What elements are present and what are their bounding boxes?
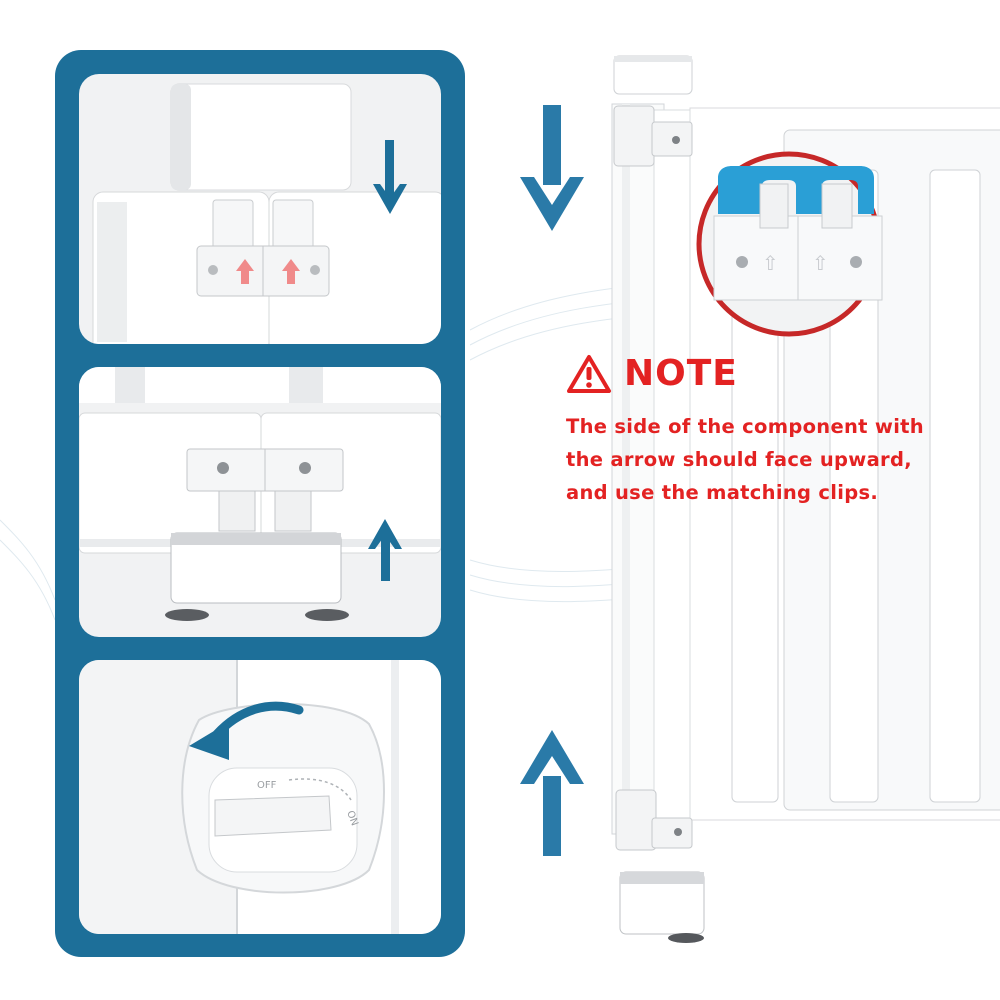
- detail-magnifier: ⇧ ⇧: [696, 151, 883, 337]
- note-title: NOTE: [624, 353, 738, 394]
- step-panel-lock: OFF ON: [79, 660, 441, 934]
- note-line: and use the matching clips.: [566, 481, 879, 504]
- gate-illustration: ⇧ ⇧: [611, 55, 1000, 943]
- arrow-down-icon: [520, 105, 584, 231]
- arrow-down-icon: [373, 140, 407, 214]
- clip-insert-illustration: [92, 83, 441, 344]
- rotate-arrow-icon: [189, 701, 304, 760]
- note-line: The side of the component with: [566, 415, 924, 438]
- bottom-clip-illustration: [79, 367, 441, 621]
- step-panel-bottom-clip: [79, 367, 441, 637]
- svg-text:⇧: ⇧: [762, 251, 779, 275]
- warning-triangle-icon: [567, 354, 611, 393]
- note-block: NOTE The side of the component with the …: [566, 353, 986, 509]
- step-panel-clip-insert: [79, 74, 441, 344]
- note-line: the arrow should face upward,: [566, 448, 912, 471]
- arrow-up-icon: [368, 519, 402, 581]
- up-arrow-marker: [236, 259, 300, 284]
- arrow-up-icon: [520, 730, 584, 856]
- svg-text:⇧: ⇧: [812, 251, 829, 275]
- lock-off-label: OFF: [257, 780, 277, 791]
- note-heading: NOTE: [566, 353, 986, 394]
- lock-illustration: OFF ON: [79, 660, 441, 934]
- note-text: The side of the component with the arrow…: [566, 410, 986, 509]
- lock-on-label: ON: [344, 809, 360, 827]
